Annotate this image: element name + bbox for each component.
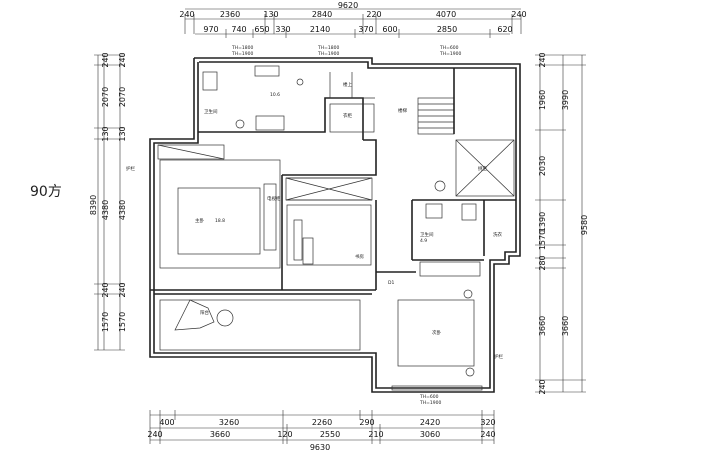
dim-t2-4: 330 bbox=[275, 25, 290, 34]
dim-b2-7: 240 bbox=[480, 430, 495, 439]
room-bed2: 次卧 bbox=[432, 329, 441, 336]
dim-l-1: 240 bbox=[101, 52, 110, 67]
dim-b2-4: 2550 bbox=[320, 430, 340, 439]
left-dimensions: 240 2070 130 4380 240 1570 240 2070 130 … bbox=[89, 52, 127, 351]
dim-b1-6: 320 bbox=[480, 418, 495, 427]
win-label-4: TH=600 bbox=[419, 394, 439, 400]
dim-t2-1: 970 bbox=[203, 25, 218, 34]
dim-t2-2: 740 bbox=[231, 25, 246, 34]
dim-r-4: 1570 bbox=[538, 230, 547, 250]
dim-t1-2: 2360 bbox=[220, 10, 240, 19]
dim-t1-7: 240 bbox=[511, 10, 526, 19]
dim-li-6: 1570 bbox=[118, 312, 127, 332]
dim-b1-3: 2260 bbox=[312, 418, 332, 427]
win-label-1: TH=1800 bbox=[231, 45, 253, 51]
room-labels: TH=1800 TH=1900 TH=1800 TH=1900 TH=600 T… bbox=[126, 45, 503, 406]
dim-t2-6: 370 bbox=[358, 25, 373, 34]
room-void: 挑空 bbox=[478, 165, 487, 172]
dim-b1-5: 2420 bbox=[420, 418, 440, 427]
room-bath2-area: 4.9 bbox=[420, 238, 427, 244]
dim-right-total: 9580 bbox=[580, 215, 589, 235]
room-study: 书房 bbox=[355, 253, 364, 260]
dim-l-4: 4380 bbox=[101, 200, 110, 220]
dim-r-1: 1960 bbox=[538, 90, 547, 110]
dim-l-3: 130 bbox=[101, 126, 110, 141]
dim-ro-3660: 3660 bbox=[561, 316, 570, 336]
room-master-area: 18.8 bbox=[215, 218, 225, 224]
win-label-2b: TH=1900 bbox=[317, 51, 339, 57]
room-label-stair: 楼梯 bbox=[398, 107, 407, 114]
dim-r-3: 1390 bbox=[538, 212, 547, 232]
dim-b2-6: 3060 bbox=[420, 430, 440, 439]
room-bath-top: 卫生间 bbox=[204, 108, 218, 115]
dim-l-6: 1570 bbox=[101, 312, 110, 332]
dim-top-total: 9620 bbox=[338, 1, 358, 10]
dim-t2-9: 620 bbox=[497, 25, 512, 34]
dim-t1-3: 130 bbox=[263, 10, 278, 19]
top-dimensions: 9620 240 2360 130 2840 220 4070 240 970 … bbox=[179, 1, 527, 38]
room-bath-top-area: 10.6 bbox=[270, 92, 280, 98]
right-dimensions: 240 1960 2030 1390 1570 280 3660 240 399… bbox=[535, 52, 589, 395]
dim-t2-5: 2140 bbox=[310, 25, 330, 34]
room-master: 主卧 bbox=[195, 217, 204, 224]
dim-t1-6: 4070 bbox=[436, 10, 456, 19]
dim-r-5: 280 bbox=[538, 255, 547, 270]
dim-li-4: 4380 bbox=[118, 200, 127, 220]
win-label-1b: TH=1900 bbox=[231, 51, 253, 57]
dim-bottom-total: 9630 bbox=[310, 443, 330, 452]
room-laundry: 洗衣 bbox=[493, 231, 502, 238]
dim-t2-7: 600 bbox=[382, 25, 397, 34]
bottom-dimensions: 400 3260 2260 290 2420 320 240 3660 120 … bbox=[147, 410, 496, 452]
dim-b2-2: 3660 bbox=[210, 430, 230, 439]
dim-t1-4: 2840 bbox=[312, 10, 332, 19]
dim-li-1: 240 bbox=[118, 52, 127, 67]
dim-t1-5: 220 bbox=[366, 10, 381, 19]
room-label-stairs-up: 楼上 bbox=[343, 81, 352, 88]
dim-li-5: 240 bbox=[118, 282, 127, 297]
door-label-d1: D1 bbox=[388, 280, 394, 286]
win-label-3: TH=600 bbox=[439, 45, 459, 51]
room-bath2: 卫生间 bbox=[420, 231, 434, 238]
guard-label-1: 护栏 bbox=[126, 165, 135, 172]
guard-label-2: 护栏 bbox=[494, 353, 503, 360]
dim-t1-1: 240 bbox=[179, 10, 194, 19]
dim-r-6: 3660 bbox=[538, 316, 547, 336]
room-master-tv: 电视柜 bbox=[267, 195, 281, 202]
dim-l-5: 240 bbox=[101, 282, 110, 297]
dim-b2-3: 120 bbox=[277, 430, 292, 439]
win-label-3b: TH=1900 bbox=[439, 51, 461, 57]
dim-l-2: 2070 bbox=[101, 87, 110, 107]
dim-r-7: 240 bbox=[538, 379, 547, 394]
dim-b2-1: 240 bbox=[147, 430, 162, 439]
dim-b1-1: 400 bbox=[159, 418, 174, 427]
dim-b2-5: 210 bbox=[368, 430, 383, 439]
dim-li-3: 130 bbox=[118, 126, 127, 141]
dim-li-2: 2070 bbox=[118, 87, 127, 107]
dim-r-2: 2030 bbox=[538, 156, 547, 176]
room-label-wardrobe: 衣柜 bbox=[343, 112, 352, 119]
win-label-2: TH=1800 bbox=[317, 45, 339, 51]
dim-t2-8: 2850 bbox=[437, 25, 457, 34]
win-label-4b: TH=1900 bbox=[419, 400, 441, 406]
dim-b1-2: 3260 bbox=[219, 418, 239, 427]
dim-r-0: 240 bbox=[538, 52, 547, 67]
dim-ro-1: 3990 bbox=[561, 90, 570, 110]
dim-left-total: 8390 bbox=[89, 195, 98, 215]
dim-b1-4: 290 bbox=[359, 418, 374, 427]
area-note: 90方 bbox=[30, 184, 62, 200]
plan-walls bbox=[149, 57, 521, 393]
dim-t2-3: 650 bbox=[254, 25, 269, 34]
room-balcony: 阳台 bbox=[200, 309, 209, 316]
